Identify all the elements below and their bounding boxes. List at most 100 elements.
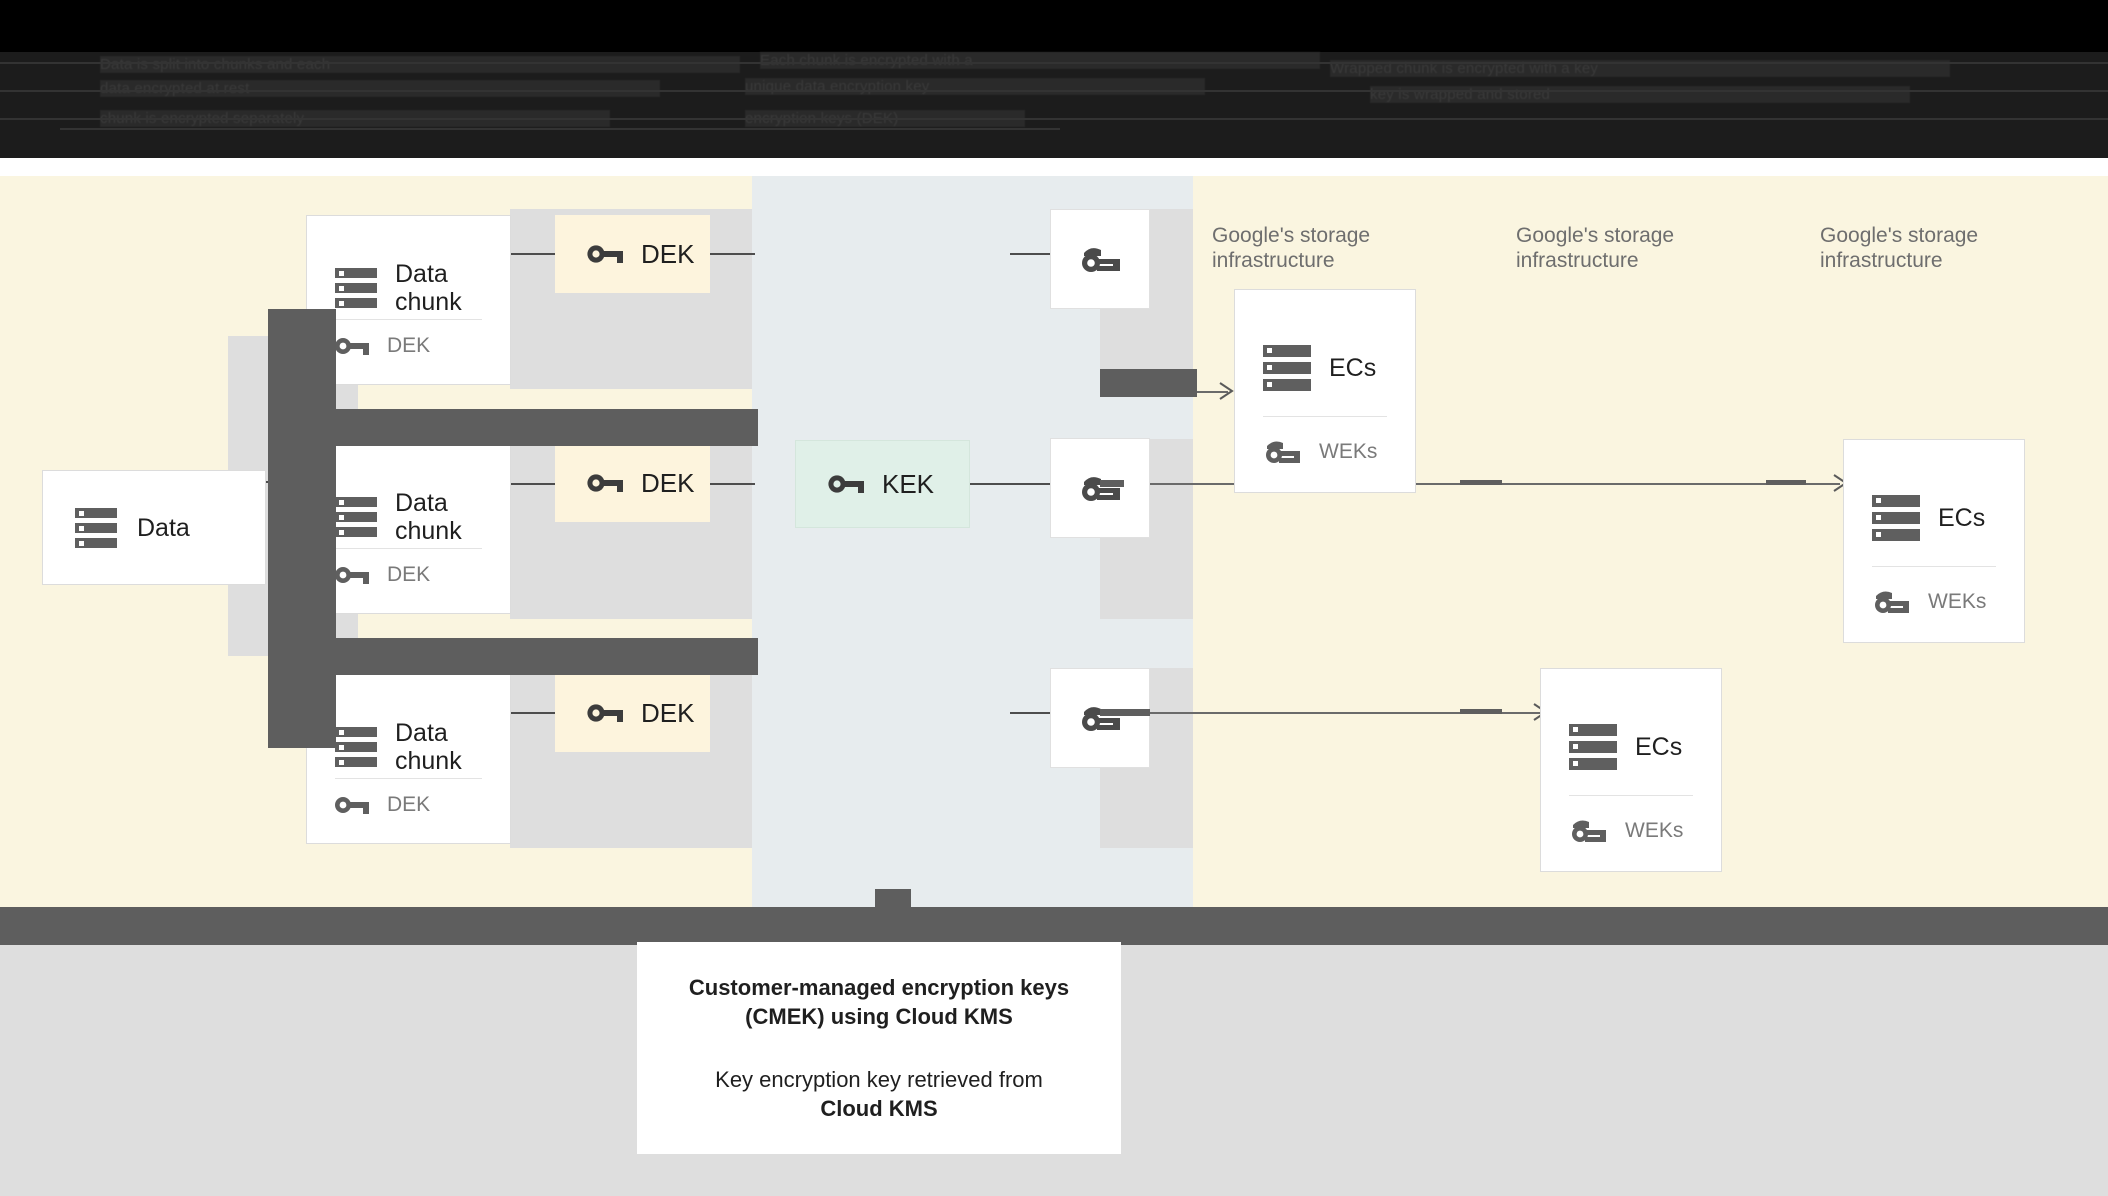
card-ecs-3-header: ECs [1541,669,1721,787]
server-stack-icon [1872,495,1920,541]
connector-kek-to-wek2 [968,483,1054,485]
banner-text-line-1: Data is split into chunks and each [100,56,740,73]
card-ecs-3-title: ECs [1635,733,1683,761]
card-divider [335,319,482,320]
card-chunk-2-footer: DEK [307,563,510,587]
connector-chunk1-to-dek1 [510,253,555,255]
server-stack-icon [75,507,117,548]
key-icon [1875,591,1909,613]
key-icon [1082,248,1120,272]
connector-dek1-to-right [710,253,755,255]
key-icon [1572,820,1606,842]
card-wek-3[interactable] [1050,668,1150,768]
card-chunk-1-key-label: DEK [387,334,431,357]
banner-text-line-2: Each chunk is encrypted with a [760,52,1320,69]
arrow-head-to-ecs-top [1219,382,1234,400]
card-chunk-3-header: Data chunk [307,675,510,793]
card-ecs-2-header: ECs [1844,440,2024,558]
card-chunk-1-title: Data chunk [395,260,462,316]
box-dek-1[interactable]: DEK [555,215,710,293]
card-ecs-1-header: ECs [1235,290,1415,408]
card-divider [1872,566,1996,567]
label-storage-infrastructure-1: Google's storage infrastructure [1212,224,1371,272]
box-kek[interactable]: KEK [795,440,970,528]
banner-streak-2 [0,90,2108,92]
caption-sub-prefix: Key encryption key retrieved from [715,1067,1043,1092]
caption-subtext: Key encryption key retrieved from Cloud … [715,1065,1043,1123]
key-icon [1082,477,1120,501]
card-chunk-2-key-label: DEK [387,563,431,586]
card-divider [1569,795,1693,796]
card-chunk-1-header: Data chunk [307,216,510,334]
banner-streak-4 [60,128,1060,130]
banner-text-line-5: unique data encryption key [745,78,1205,95]
card-divider [335,778,482,779]
card-ecs-1-title: ECs [1329,354,1377,382]
card-chunk-3-title: Data chunk [395,719,462,775]
connector-to-wek1 [1010,253,1054,255]
caption-box: Customer-managed encryption keys (CMEK) … [637,942,1121,1154]
card-data[interactable]: Data [42,470,266,585]
key-icon [335,797,369,814]
caption-headline: Customer-managed encryption keys (CMEK) … [688,975,1070,1029]
card-ecs-2-footer: WEKs [1844,588,2024,615]
card-chunk-1-footer: DEK [307,334,510,358]
key-icon [1082,707,1120,731]
card-ecs-2-key-label: WEKs [1928,589,1987,613]
card-data-chunk-1[interactable]: Data chunk DEK [306,215,511,385]
card-ecs-1[interactable]: ECs WEKs [1234,289,1416,493]
occlusion-segment-arrow-mid-c [1766,480,1806,485]
diagram-canvas: Data Data chunk DEK Data chunk [0,176,2108,907]
occlusion-block-vertical-left [268,309,336,748]
key-icon [1266,441,1300,463]
box-kek-label: KEK [882,468,935,499]
box-dek-2-label: DEK [641,467,695,498]
card-ecs-2[interactable]: ECs WEKs [1843,439,2025,643]
key-icon [335,338,369,355]
card-divider [335,548,482,549]
card-data-chunk-2[interactable]: Data chunk DEK [306,444,511,614]
box-dek-3-label: DEK [641,697,695,728]
card-wek-2[interactable] [1050,438,1150,538]
connector-to-wek3 [1010,712,1054,714]
key-icon [828,475,864,493]
card-chunk-3-key-label: DEK [387,793,431,816]
banner-streak-1 [0,62,2108,64]
top-banner-obscured: Data is split into chunks and each Each c… [0,0,2108,158]
server-stack-icon [335,497,377,537]
server-stack-icon [1569,724,1617,770]
card-data-chunk-3[interactable]: Data chunk DEK [306,674,511,844]
banner-text-line-4: data encrypted at rest [100,80,660,97]
label-storage-infrastructure-3: Google's storage infrastructure [1820,224,1979,272]
card-divider [1263,416,1387,417]
card-ecs-1-footer: WEKs [1235,438,1415,465]
banner-streak-3 [0,118,2108,120]
label-storage-infrastructure-2: Google's storage infrastructure [1516,224,1675,272]
occlusion-block-wek-1 [1100,369,1197,397]
box-dek-3[interactable]: DEK [555,674,710,752]
banner-text-line-3: Wrapped chunk is encrypted with a key [1330,60,1950,77]
card-chunk-2-title: Data chunk [395,489,462,545]
bottom-divider-bar [0,907,2108,945]
box-dek-1-label: DEK [641,238,695,269]
key-icon [587,704,623,722]
occlusion-block-row-2 [268,638,758,675]
connector-chunk3-to-dek3 [510,712,555,714]
occlusion-segment-arrow-mid-b [1460,480,1502,485]
key-icon [335,567,369,584]
occlusion-segment-arrow-mid-a [1100,480,1124,487]
card-ecs-3[interactable]: ECs WEKs [1540,668,1722,872]
card-chunk-3-footer: DEK [307,793,510,817]
server-stack-icon [335,268,377,308]
card-wek-1[interactable] [1050,209,1150,309]
banner-text-line-6: key is wrapped and stored [1370,86,1910,103]
occlusion-block-row-1 [268,409,758,446]
server-stack-icon [335,727,377,767]
key-icon [587,474,623,492]
box-dek-2[interactable]: DEK [555,444,710,522]
key-icon [587,245,623,263]
arrow-line-to-ecs-bottom [1100,712,1540,714]
server-stack-icon [1263,345,1311,391]
connector-chunk2-to-dek2 [510,483,555,485]
